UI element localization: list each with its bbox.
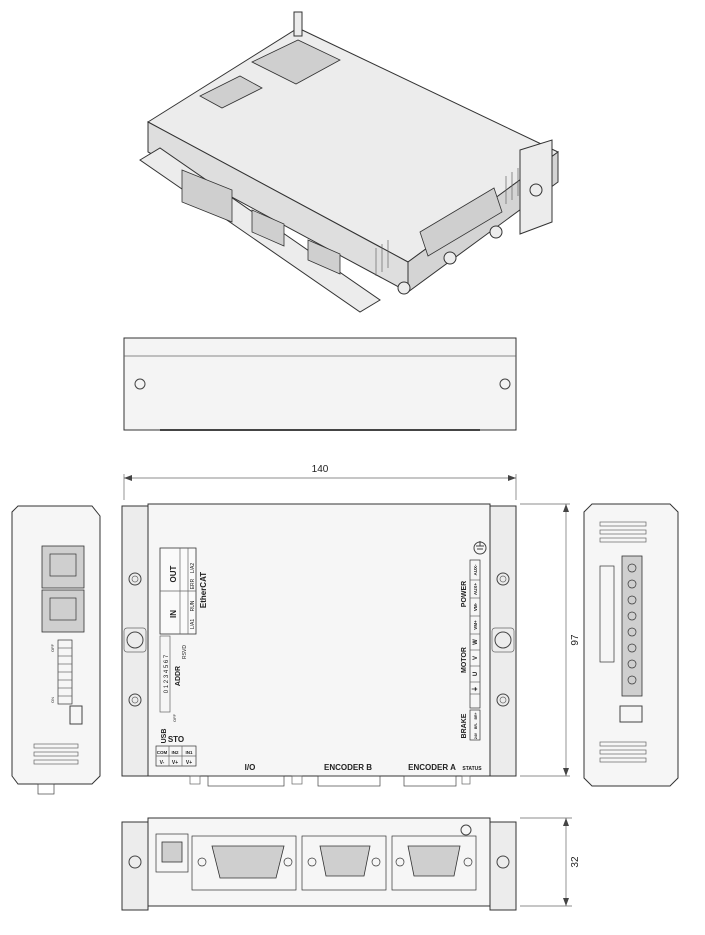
label-la1: L/A1 xyxy=(190,619,196,630)
iso-connector-encoder-a xyxy=(307,239,341,275)
label-encoder-b: ENCODER B xyxy=(324,763,372,772)
dimension-height-label: 97 xyxy=(570,634,581,646)
dimension-depth: 32 xyxy=(520,817,581,907)
encoder-a-dsub xyxy=(391,835,477,891)
label-side-on: ON xyxy=(50,697,55,703)
flange-right xyxy=(489,505,517,777)
right-side-vents-bottom xyxy=(599,741,647,763)
bottom-flange-right xyxy=(489,821,517,911)
side-brake-connector xyxy=(619,705,643,723)
brake-pin-br-minus: BR- xyxy=(474,722,478,729)
profile-body xyxy=(123,337,517,431)
motor-pin-v: V xyxy=(473,656,479,660)
brake-pin-br-plus: BR+ xyxy=(474,712,478,719)
sto-pin-in2: IN2 xyxy=(171,750,179,755)
dimension-depth-label: 32 xyxy=(570,856,581,868)
dimension-height: 97 xyxy=(520,503,581,777)
iso-label-ethercat xyxy=(251,39,341,85)
encoder-b-dsub xyxy=(301,835,387,891)
label-err: ERR xyxy=(190,578,196,589)
left-side-vents xyxy=(33,743,79,765)
side-terminal-block xyxy=(621,555,643,697)
bottom-connector-view xyxy=(121,817,517,911)
isometric-view xyxy=(139,11,559,313)
label-ethercat: EtherCAT xyxy=(199,572,208,608)
label-la2: L/A2 xyxy=(190,563,196,574)
dimension-width: 140 xyxy=(123,464,517,500)
profile-hole-left xyxy=(134,378,146,390)
addr-block: 0 1 2 3 4 5 6 7 ADDR RSVD OFF USB xyxy=(159,635,188,744)
bottom-flange-left xyxy=(121,821,149,911)
iso-terminal-block xyxy=(419,187,503,257)
left-side-view: OFF ON xyxy=(11,505,101,795)
label-io: I/O xyxy=(245,763,256,772)
sto-pin-in1: IN1 xyxy=(185,750,193,755)
profile-hole-right xyxy=(499,378,511,390)
io-dsub xyxy=(191,835,297,891)
sto-pin-vplus-2: V+ xyxy=(186,760,192,766)
motor-pin-u: U xyxy=(473,672,479,676)
iso-connector-io xyxy=(181,169,233,223)
label-motor: MOTOR xyxy=(461,647,468,673)
brake-pin-24v: 24V xyxy=(474,732,478,739)
sto-connector xyxy=(155,833,189,873)
right-side-vents-top xyxy=(599,521,647,543)
sto-pin-vminus: V- xyxy=(160,760,165,766)
right-side-view xyxy=(583,503,679,787)
label-rsvd: RSVD xyxy=(182,645,188,659)
label-addr: ADDR xyxy=(175,666,182,686)
iso-screw-2 xyxy=(489,225,503,239)
iso-flange-rear xyxy=(293,11,303,37)
motor-pin-w: W xyxy=(473,639,479,645)
label-out: OUT xyxy=(169,565,178,582)
label-power: POWER xyxy=(461,581,468,607)
top-profile-view xyxy=(123,337,517,431)
label-encoder-a: ENCODER A xyxy=(408,763,456,772)
label-run: RUN xyxy=(190,600,196,611)
usb-port xyxy=(69,705,83,725)
power-pin-vm-minus: VM- xyxy=(473,602,478,611)
label-sto: STO xyxy=(168,735,184,744)
power-pin-aux-plus: AUX+ xyxy=(473,583,478,596)
label-off: OFF xyxy=(172,713,177,722)
label-usb: USB xyxy=(161,729,168,744)
motor-pin-ground: ⏚ xyxy=(472,686,479,692)
iso-screw-3 xyxy=(397,281,411,295)
dimension-width-label: 140 xyxy=(312,464,329,475)
power-pin-aux-minus: AUX- xyxy=(473,564,478,576)
power-pin-vm-plus: VM+ xyxy=(473,620,478,630)
iso-screw-4 xyxy=(443,251,457,265)
label-brake: BRAKE xyxy=(461,713,468,738)
label-side-off: OFF xyxy=(50,643,55,652)
power-terminal: AUX- AUX+ VM- VM+ W V U ⏚ POWER MOTOR BR… xyxy=(461,559,481,741)
rj45-port-in xyxy=(41,589,85,633)
flange-left xyxy=(121,505,149,777)
main-front-view: OUT IN L/A2 ERR RUN L/A1 EtherCAT 0 1 2 … xyxy=(121,503,517,787)
addr-digits: 0 1 2 3 4 5 6 7 xyxy=(164,654,170,693)
iso-label-usb xyxy=(199,75,263,109)
iso-connector-encoder-b xyxy=(251,209,285,247)
sto-pin-com: COM xyxy=(157,750,168,755)
sto-pin-vplus-1: V+ xyxy=(172,760,178,766)
iso-screw-1 xyxy=(529,183,543,197)
label-status: STATUS xyxy=(462,766,482,772)
main-body xyxy=(147,503,491,777)
sto-block: STO COM IN2 IN1 V- V+ V+ xyxy=(155,735,197,767)
rj45-port-out xyxy=(41,545,85,589)
iso-vents xyxy=(375,168,519,276)
label-in: IN xyxy=(169,610,178,618)
